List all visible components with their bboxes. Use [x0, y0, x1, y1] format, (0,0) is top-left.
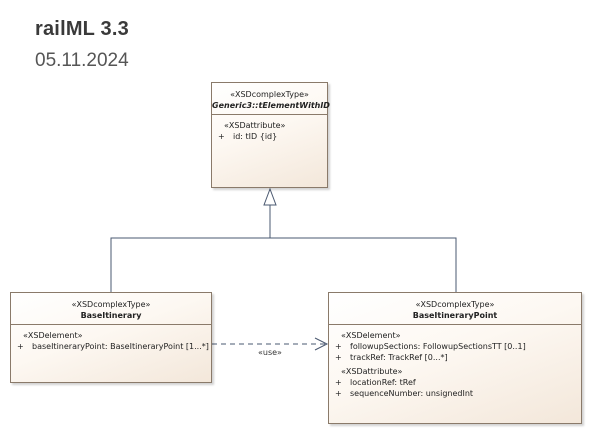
generalization-line-base-itinerary: [110, 205, 271, 292]
section-stereotype: «XSDattribute»: [341, 367, 403, 376]
diagram-date: 05.11.2024: [35, 50, 129, 71]
class-stereotype: «XSDcomplexType»: [230, 90, 309, 99]
attribute-section: «XSDattribute» + id: tID {id}: [212, 115, 327, 142]
use-dependency-arrowhead: [314, 337, 329, 351]
visibility-marker: +: [17, 342, 24, 351]
class-stereotype: «XSDcomplexType»: [415, 300, 495, 309]
use-dependency-label: «use»: [258, 348, 282, 357]
attribute-row: + id: tID {id}: [218, 131, 327, 142]
attribute-text: id: tID {id}: [233, 132, 278, 141]
class-name: BaseItineraryPoint: [412, 311, 498, 320]
element-section: «XSDelement» + followupSections: Followup…: [329, 325, 581, 363]
attribute-text: sequenceNumber: unsignedInt: [350, 389, 474, 398]
visibility-marker: +: [335, 378, 342, 387]
class-header: «XSDcomplexType» Generic3::tElementWithI…: [212, 83, 330, 115]
attribute-text: trackRef: TrackRef [0...*]: [350, 353, 448, 362]
section-stereotype: «XSDelement»: [341, 331, 401, 340]
visibility-marker: +: [335, 353, 342, 362]
attribute-text: locationRef: tRef: [350, 378, 416, 387]
visibility-marker: +: [218, 132, 225, 141]
class-element-with-id[interactable]: «XSDcomplexType» Generic3::tElementWithI…: [211, 82, 330, 188]
diagram-title: railML 3.3: [35, 18, 129, 40]
class-header: «XSDcomplexType» BaseItinerary: [11, 293, 211, 325]
element-section: «XSDelement» + baseItineraryPoint: BaseIt…: [11, 325, 211, 352]
class-base-itinerary-point[interactable]: «XSDcomplexType» BaseItineraryPoint «XSD…: [328, 292, 582, 424]
attribute-section: «XSDattribute» + locationRef: tRef + seque…: [329, 363, 581, 399]
class-stereotype: «XSDcomplexType»: [71, 300, 151, 309]
class-base-itinerary[interactable]: «XSDcomplexType» BaseItinerary «XSDeleme…: [10, 292, 212, 383]
generalization-arrowhead: [263, 187, 277, 206]
attribute-row: + locationRef: tRef: [335, 377, 581, 388]
attribute-text: baseItineraryPoint: BaseItineraryPoint […: [32, 342, 209, 351]
attribute-row: + baseItineraryPoint: BaseItineraryPoint …: [17, 341, 211, 352]
attribute-row: + trackRef: TrackRef [0...*]: [335, 352, 581, 363]
attribute-row: + followupSections: FollowupSectionsTT [0…: [335, 341, 581, 352]
class-header: «XSDcomplexType» BaseItineraryPoint: [329, 293, 581, 325]
class-name: BaseItinerary: [80, 311, 142, 320]
visibility-marker: +: [335, 342, 342, 351]
section-stereotype: «XSDattribute»: [224, 121, 286, 130]
section-stereotype: «XSDelement»: [23, 331, 83, 340]
class-name: Generic3::tElementWithID: [212, 101, 330, 110]
generalization-line-base-itinerary-point: [270, 237, 457, 292]
attribute-text: followupSections: FollowupSectionsTT [0.…: [350, 342, 526, 351]
attribute-row: + sequenceNumber: unsignedInt: [335, 388, 581, 399]
visibility-marker: +: [335, 389, 342, 398]
